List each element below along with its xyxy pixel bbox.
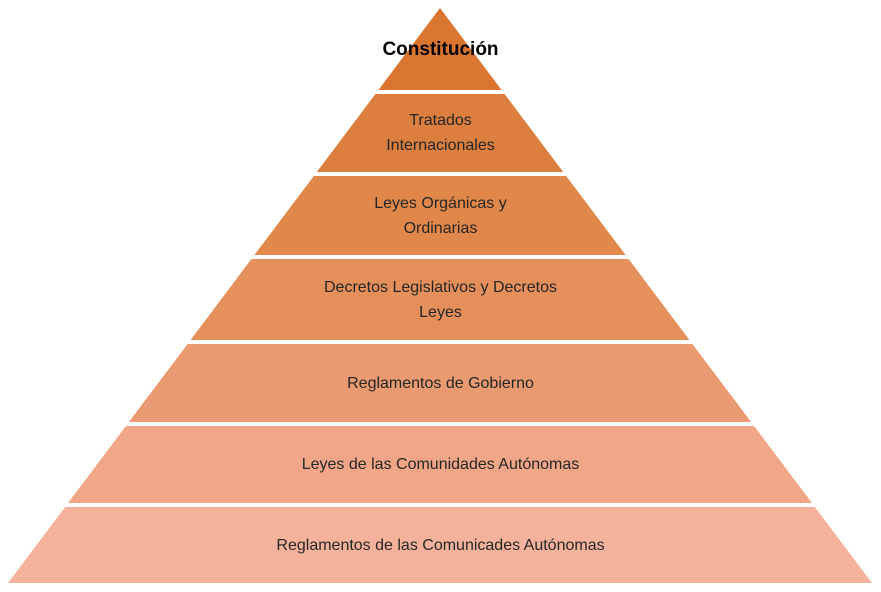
pyramid-level-3-shape xyxy=(254,176,626,255)
pyramid-level-7-shape xyxy=(8,507,872,583)
pyramid-level-6-shape xyxy=(68,426,812,503)
pyramid-diagram: Constitución Tratados Internacionales Le… xyxy=(8,8,872,583)
pyramid-level-5-shape xyxy=(128,344,752,422)
pyramid-level-4-shape xyxy=(190,259,690,340)
